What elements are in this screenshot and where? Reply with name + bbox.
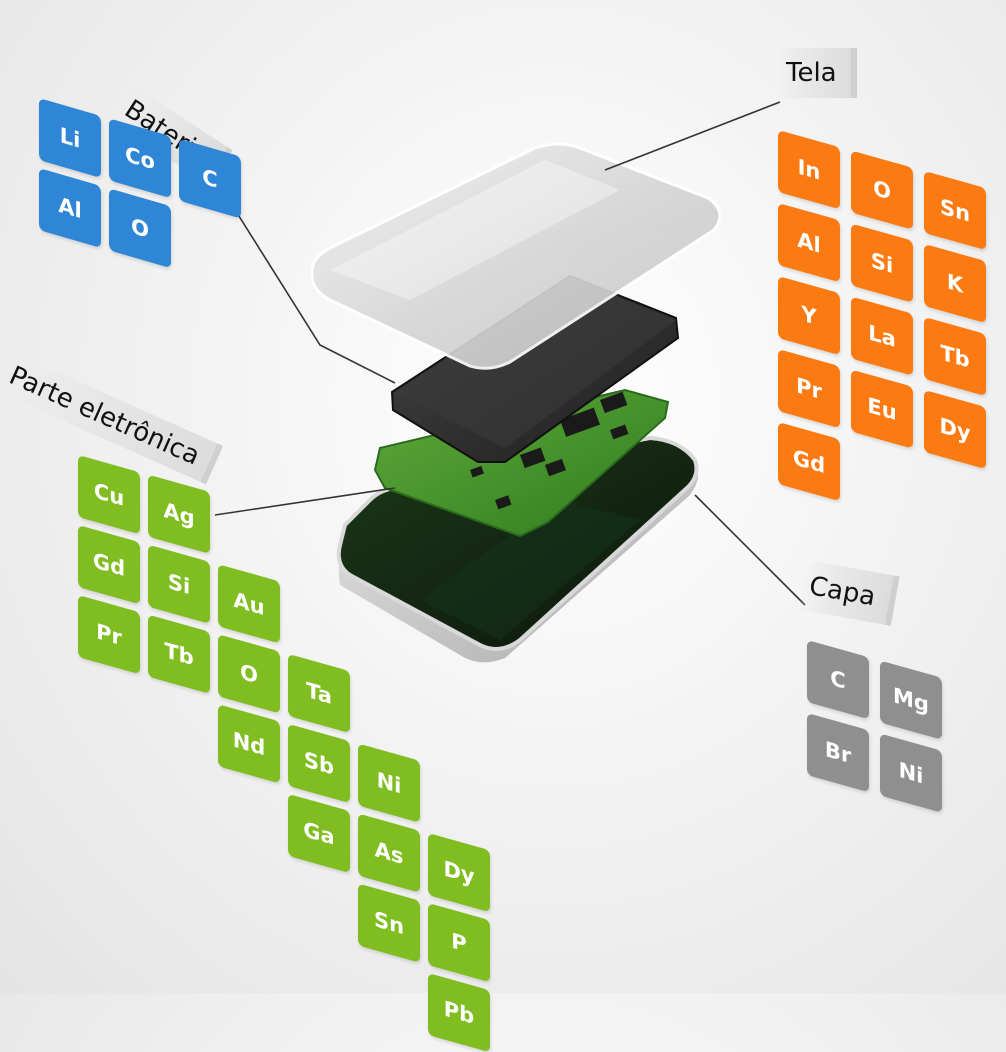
screen-leader-line (604, 101, 781, 171)
leader-lines (209, 101, 806, 606)
circuit-board (373, 388, 670, 538)
screen-label: Tela (778, 48, 857, 98)
case-leader-line (694, 494, 806, 606)
battery-leader-line (209, 169, 396, 384)
screen-glass (310, 142, 722, 370)
electronics-leader-line (214, 487, 396, 516)
device-illustration (209, 101, 806, 663)
